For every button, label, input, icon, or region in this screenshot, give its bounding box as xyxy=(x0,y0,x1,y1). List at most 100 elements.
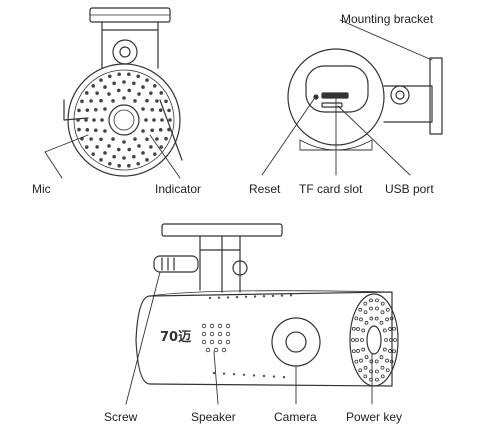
mic-hole xyxy=(85,108,90,112)
label-usb-port: USB port xyxy=(385,182,434,196)
speaker-hole xyxy=(221,347,227,353)
mic-hole xyxy=(141,151,145,155)
mic-hole xyxy=(136,161,141,166)
face-hole xyxy=(364,355,369,360)
face-hole xyxy=(375,377,379,382)
mic-hole xyxy=(155,99,159,103)
mic-hole xyxy=(99,98,103,103)
face-hole xyxy=(380,301,385,306)
mic-hole xyxy=(160,118,164,122)
mic-hole xyxy=(117,72,121,77)
mic-hole xyxy=(158,128,163,132)
label-screw: Screw xyxy=(104,410,138,424)
face-hole xyxy=(351,338,355,342)
brand-logo: 70迈 xyxy=(160,330,191,345)
mic-hole xyxy=(159,145,164,149)
vent-dot xyxy=(242,373,246,376)
speaker-hole xyxy=(201,323,207,329)
vent-dot xyxy=(289,294,293,297)
camera-lens-outer xyxy=(271,317,321,367)
front-view xyxy=(44,7,183,179)
mic-hole xyxy=(100,118,104,122)
mic-hole xyxy=(152,118,156,122)
face-hole xyxy=(369,377,373,382)
back-bracket-arm xyxy=(383,85,433,123)
vent-dot xyxy=(262,295,266,298)
face-hole xyxy=(360,338,364,342)
vent-dot xyxy=(226,296,230,299)
face-hole xyxy=(375,369,379,374)
face-hole xyxy=(363,310,368,315)
face-hole xyxy=(358,368,363,373)
front-face-holes xyxy=(351,298,397,382)
vent-dot xyxy=(282,376,286,379)
mic-hole xyxy=(145,98,149,103)
speaker-hole xyxy=(225,323,231,329)
side-view: 70迈 xyxy=(125,223,399,405)
mic-hole xyxy=(99,78,103,82)
face-hole xyxy=(369,359,374,364)
mic-hole xyxy=(145,137,149,142)
mic-hole xyxy=(76,118,80,122)
face-hole xyxy=(392,326,397,331)
mic-hole xyxy=(103,85,107,89)
vent-dot xyxy=(222,372,226,375)
mic-hole xyxy=(127,88,132,93)
top-vent-dots xyxy=(208,294,293,300)
mic-hole xyxy=(84,118,88,122)
face-hole xyxy=(389,359,394,364)
mic-hole xyxy=(112,81,116,86)
label-indicator: Indicator xyxy=(155,182,202,196)
vent-dot xyxy=(212,371,216,375)
face-hole xyxy=(363,365,368,370)
face-hole xyxy=(389,316,394,321)
speaker-hole xyxy=(217,323,223,329)
label-tf-card-slot: TF card slot xyxy=(299,182,363,196)
front-disc-outer xyxy=(67,63,181,177)
face-hole xyxy=(379,355,384,360)
mic-hole xyxy=(159,91,164,95)
face-hole xyxy=(359,317,363,322)
speaker-hole xyxy=(209,323,215,329)
mic-hole xyxy=(99,158,103,162)
face-hole xyxy=(369,298,373,303)
front-bracket-knob xyxy=(112,39,138,65)
face-hole xyxy=(382,347,387,352)
face-hole xyxy=(356,327,360,331)
tf-card-slot xyxy=(321,92,349,99)
face-hole xyxy=(355,338,359,342)
mic-hole xyxy=(149,145,153,149)
vent-dot xyxy=(272,375,276,378)
mic-hole xyxy=(158,108,163,112)
vent-dot xyxy=(235,295,239,299)
mic-hole xyxy=(80,99,84,104)
face-hole xyxy=(374,316,379,321)
mic-hole xyxy=(167,127,171,132)
mic-hole xyxy=(144,118,148,122)
mic-hole xyxy=(164,136,168,141)
mic-hole xyxy=(89,137,93,141)
label-reset: Reset xyxy=(249,182,281,196)
face-hole xyxy=(389,338,393,342)
mic-hole xyxy=(127,163,131,168)
label-power-key: Power key xyxy=(346,410,403,424)
mic-hole xyxy=(95,91,99,95)
mic-hole xyxy=(103,129,107,133)
face-hole xyxy=(369,306,373,311)
face-hole xyxy=(358,307,363,312)
mic-hole xyxy=(94,107,98,112)
face-hole xyxy=(379,320,384,325)
face-hole xyxy=(380,374,385,379)
mic-hole xyxy=(137,144,141,148)
back-bracket-knob xyxy=(390,85,410,105)
label-mounting-bracket: Mounting bracket xyxy=(341,12,434,26)
mic-hole xyxy=(111,99,115,103)
mic-hole xyxy=(122,96,126,100)
speaker-hole xyxy=(225,331,231,337)
usb-port xyxy=(321,102,343,108)
back-view xyxy=(261,19,443,176)
mic-hole xyxy=(152,152,157,156)
face-hole xyxy=(364,320,369,325)
mic-hole xyxy=(168,118,172,122)
mic-holes xyxy=(76,72,172,168)
